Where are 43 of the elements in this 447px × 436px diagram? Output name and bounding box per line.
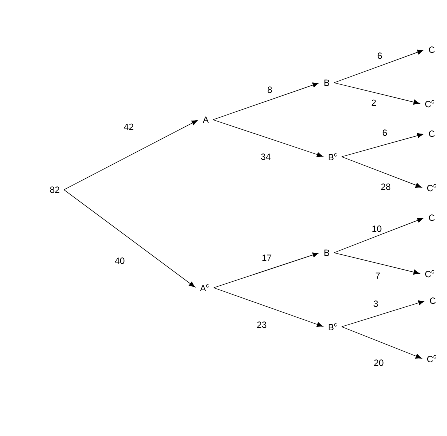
arrow [342, 300, 425, 328]
edge-label: 20 [374, 360, 384, 366]
tree-node-label: C$^{c}$ [425, 100, 434, 108]
tree-node-label: B [324, 80, 330, 86]
arrow [212, 82, 319, 120]
edge-label: 40 [115, 258, 125, 264]
tree-node-label: C$^{c}$ [427, 355, 436, 363]
arrow [64, 120, 198, 190]
edge-label: 17 [262, 254, 272, 262]
tree-node-label: C$^{c}$ [427, 184, 436, 192]
edge-label: 10 [372, 226, 382, 232]
edge-label: 34 [261, 154, 271, 160]
edge-label: 2 [372, 100, 376, 106]
edge-label: 8 [268, 86, 272, 94]
edge-label: 6 [378, 52, 382, 60]
edge-label: 42 [124, 124, 134, 130]
tree-node-label: B$^{c}$ [328, 323, 338, 331]
edge-label: 28 [381, 184, 391, 190]
tree-node-label: C [430, 298, 436, 304]
tree-node-label: C$^{c}$ [425, 270, 434, 278]
edge-label: 6 [382, 130, 388, 136]
tree-node-label: A [203, 116, 209, 124]
arrow [212, 120, 324, 158]
tree-node-label: A$^{c}$ [200, 284, 210, 292]
arrow [334, 218, 424, 254]
arrow [64, 190, 196, 288]
tree-node-label: 82 [50, 186, 60, 194]
arrow [334, 50, 424, 84]
tree-node-label: C [429, 130, 435, 138]
edge-label: 3 [374, 300, 378, 308]
arrow [342, 156, 422, 188]
tree-node-label: B$^{c}$ [328, 153, 338, 161]
arrow [342, 133, 424, 158]
tree-node-label: B [324, 250, 330, 256]
edge-label: 23 [257, 322, 267, 328]
arrow [334, 82, 420, 105]
arrow [334, 252, 420, 275]
arrow [342, 326, 422, 359]
arrow [214, 288, 324, 328]
tree-node-label: C [429, 214, 435, 222]
tree-node-label: C [429, 46, 435, 54]
arrow [214, 252, 319, 288]
edge-label: 7 [376, 272, 380, 280]
